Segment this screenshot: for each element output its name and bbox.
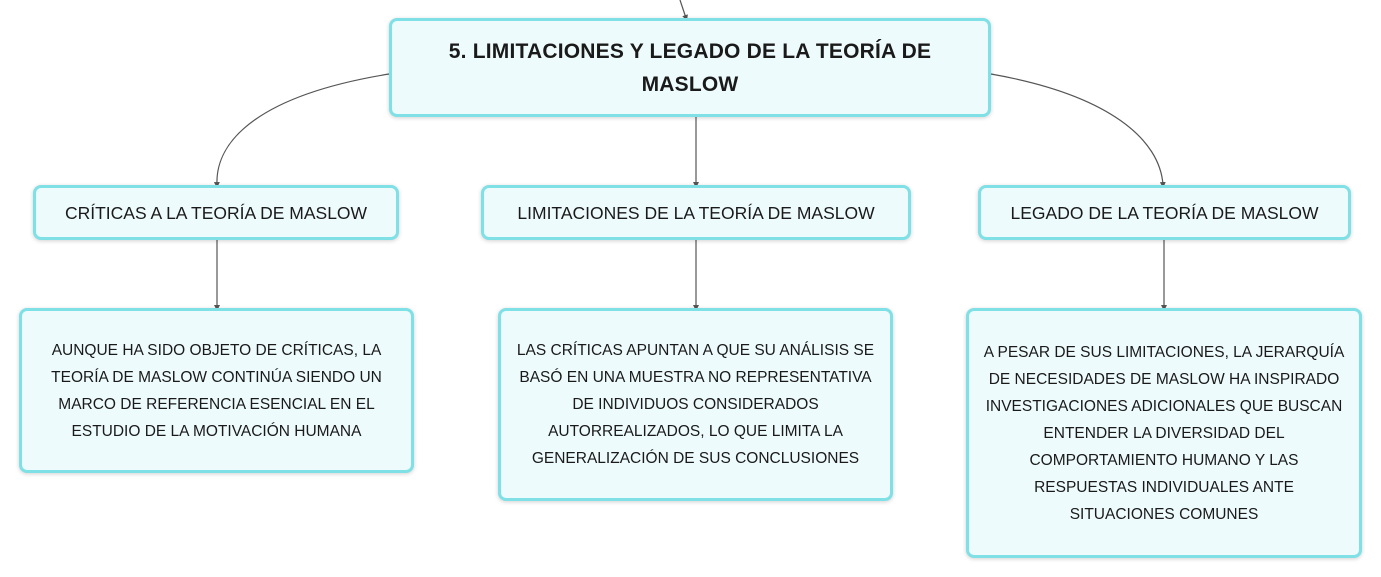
subtopic-criticas[interactable]: CRÍTICAS A LA TEORÍA DE MASLOW [33,185,399,240]
subtopic-limitaciones-label: LIMITACIONES DE LA TEORÍA DE MASLOW [517,202,875,223]
detail-criticas-text: AUNQUE HA SIDO OBJETO DE CRÍTICAS, LA TE… [51,341,382,440]
detail-legado[interactable]: A PESAR DE SUS LIMITACIONES, LA JERARQUÍ… [966,308,1362,558]
root-topic[interactable]: 5. LIMITACIONES Y LEGADO DE LA TEORÍA DE… [389,18,991,117]
root-topic-title: 5. LIMITACIONES Y LEGADO DE LA TEORÍA DE… [448,39,932,96]
connector-root-to-legado [990,73,1166,188]
connector-parent-to-root [679,0,688,21]
connector-root-to-criticas [213,73,390,188]
subtopic-limitaciones[interactable]: LIMITACIONES DE LA TEORÍA DE MASLOW [481,185,911,240]
detail-limitaciones-text: LAS CRÍTICAS APUNTAN A QUE SU ANÁLISIS S… [516,342,875,467]
subtopic-legado-label: LEGADO DE LA TEORÍA DE MASLOW [1010,202,1319,223]
detail-legado-text: A PESAR DE SUS LIMITACIONES, LA JERARQUÍ… [983,343,1345,523]
subtopic-criticas-label: CRÍTICAS A LA TEORÍA DE MASLOW [64,202,368,223]
detail-limitaciones[interactable]: LAS CRÍTICAS APUNTAN A QUE SU ANÁLISIS S… [498,308,893,501]
detail-criticas[interactable]: AUNQUE HA SIDO OBJETO DE CRÍTICAS, LA TE… [19,308,414,473]
subtopic-legado[interactable]: LEGADO DE LA TEORÍA DE MASLOW [978,185,1351,240]
